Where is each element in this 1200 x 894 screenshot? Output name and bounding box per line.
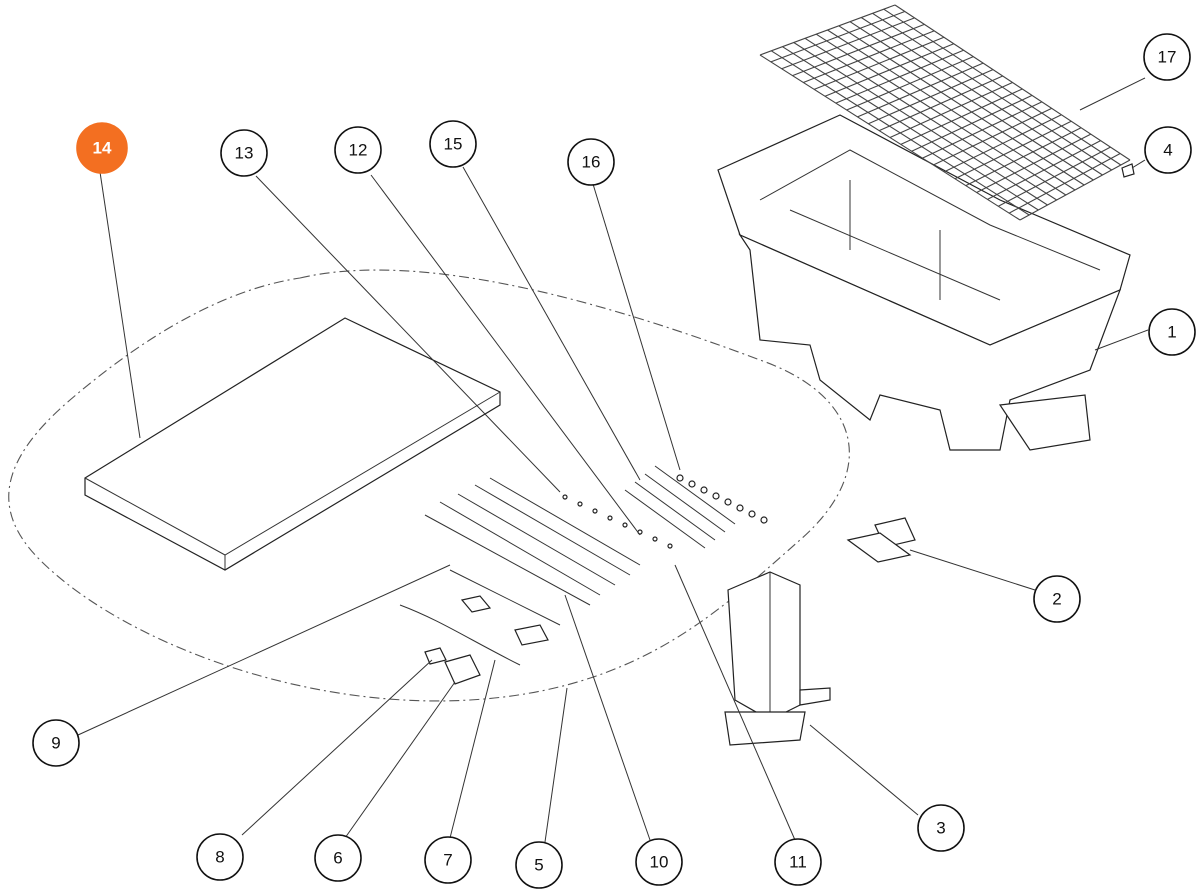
callout-11[interactable]: 11 (774, 838, 822, 886)
svg-text:3: 3 (936, 819, 945, 838)
callout-2[interactable]: 2 (1033, 575, 1081, 623)
svg-text:14: 14 (93, 139, 112, 158)
callout-16[interactable]: 16 (567, 138, 615, 186)
svg-text:13: 13 (235, 144, 254, 163)
svg-text:6: 6 (333, 849, 342, 868)
callout-1[interactable]: 1 (1148, 308, 1196, 356)
svg-text:5: 5 (534, 856, 543, 875)
callout-17[interactable]: 17 (1143, 33, 1191, 81)
callout-14-highlighted[interactable]: 14 (76, 122, 128, 174)
clip-part (1121, 163, 1135, 178)
callout-5[interactable]: 5 (515, 841, 563, 889)
svg-text:17: 17 (1158, 48, 1177, 67)
callout-8[interactable]: 8 (196, 833, 244, 881)
svg-text:4: 4 (1163, 141, 1172, 160)
callout-10[interactable]: 10 (635, 838, 683, 886)
callout-4[interactable]: 4 (1144, 126, 1192, 174)
mounting-bracket-part (846, 517, 916, 563)
spinner-assembly-part (724, 571, 831, 746)
mesh-grate-part (759, 4, 1131, 221)
kit-boundary-outline (8, 269, 850, 702)
svg-text:1: 1 (1167, 323, 1176, 342)
svg-text:11: 11 (789, 853, 807, 872)
strap-set-part (424, 477, 641, 606)
svg-text:2: 2 (1052, 590, 1061, 609)
leader-lines (77, 77, 1149, 843)
svg-text:16: 16 (582, 153, 601, 172)
svg-text:10: 10 (650, 853, 669, 872)
wiring-harness-part (399, 569, 561, 666)
callout-13[interactable]: 13 (220, 129, 268, 177)
callout-15[interactable]: 15 (429, 120, 477, 168)
cover-panel-part (84, 317, 501, 571)
svg-text:12: 12 (349, 141, 368, 160)
controller-box-part (424, 647, 481, 685)
callout-7[interactable]: 7 (424, 836, 472, 884)
callout-3[interactable]: 3 (917, 804, 965, 852)
svg-text:7: 7 (443, 851, 452, 870)
callout-12[interactable]: 12 (334, 126, 382, 174)
clip-row-part (676, 474, 768, 524)
callout-9[interactable]: 9 (32, 719, 80, 767)
svg-text:8: 8 (215, 848, 224, 867)
svg-text:9: 9 (51, 734, 60, 753)
callout-6[interactable]: 6 (314, 834, 362, 882)
svg-text:15: 15 (444, 135, 463, 154)
rod-set-part (624, 465, 736, 549)
hopper-body-part (717, 114, 1131, 451)
fastener-row-part (562, 494, 673, 549)
